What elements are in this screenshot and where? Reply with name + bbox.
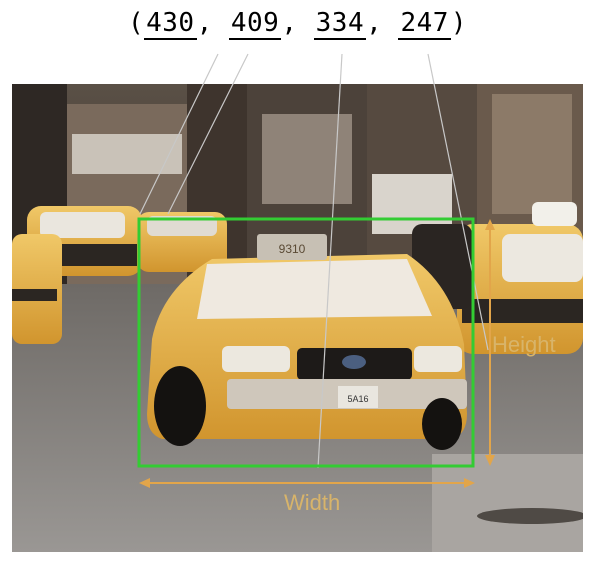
bbox-x: 430 xyxy=(144,8,197,40)
bounding-box xyxy=(137,217,475,468)
license-plate-text: 5A16 xyxy=(347,394,368,404)
headlight-right xyxy=(414,346,462,372)
width-label: Width xyxy=(284,490,341,515)
store-awning xyxy=(72,134,182,174)
comma-1: , xyxy=(196,8,229,38)
taxi-roof-sign xyxy=(257,234,327,260)
height-label: Height xyxy=(492,332,556,357)
comma-2: , xyxy=(281,8,314,38)
paren-close: ) xyxy=(450,8,468,38)
bbox-coordinates: (430, 409, 334, 247) xyxy=(0,8,595,40)
taxi-emblem xyxy=(342,355,366,369)
height-arrow xyxy=(485,219,495,466)
wheel-left xyxy=(154,366,206,446)
manhole xyxy=(477,508,583,524)
taxi-center-background xyxy=(137,212,227,272)
comma-3: , xyxy=(366,8,399,38)
wheel-right xyxy=(422,398,462,450)
leader-line-y xyxy=(167,53,249,215)
headlight-left xyxy=(222,346,290,372)
bbox-width: 334 xyxy=(313,8,367,40)
building-windows xyxy=(262,114,352,204)
paren-open: ( xyxy=(127,8,145,38)
main-taxi: 9310 5A16 xyxy=(147,234,467,450)
width-arrow xyxy=(139,478,475,488)
bbox-height: 247 xyxy=(398,8,451,40)
leader-line-x xyxy=(139,53,219,215)
sidewalk xyxy=(432,454,583,552)
bbox-y: 409 xyxy=(228,8,282,40)
license-plate xyxy=(338,386,378,408)
leader-line-height xyxy=(427,53,489,351)
taxi-right xyxy=(457,202,583,354)
taxi-far-left xyxy=(12,234,62,344)
street-photo: 9310 5A16 xyxy=(12,84,583,552)
leader-line-width xyxy=(317,53,343,469)
taxi-roof-sign-text: 9310 xyxy=(279,242,306,256)
building-right-facade xyxy=(492,94,572,214)
